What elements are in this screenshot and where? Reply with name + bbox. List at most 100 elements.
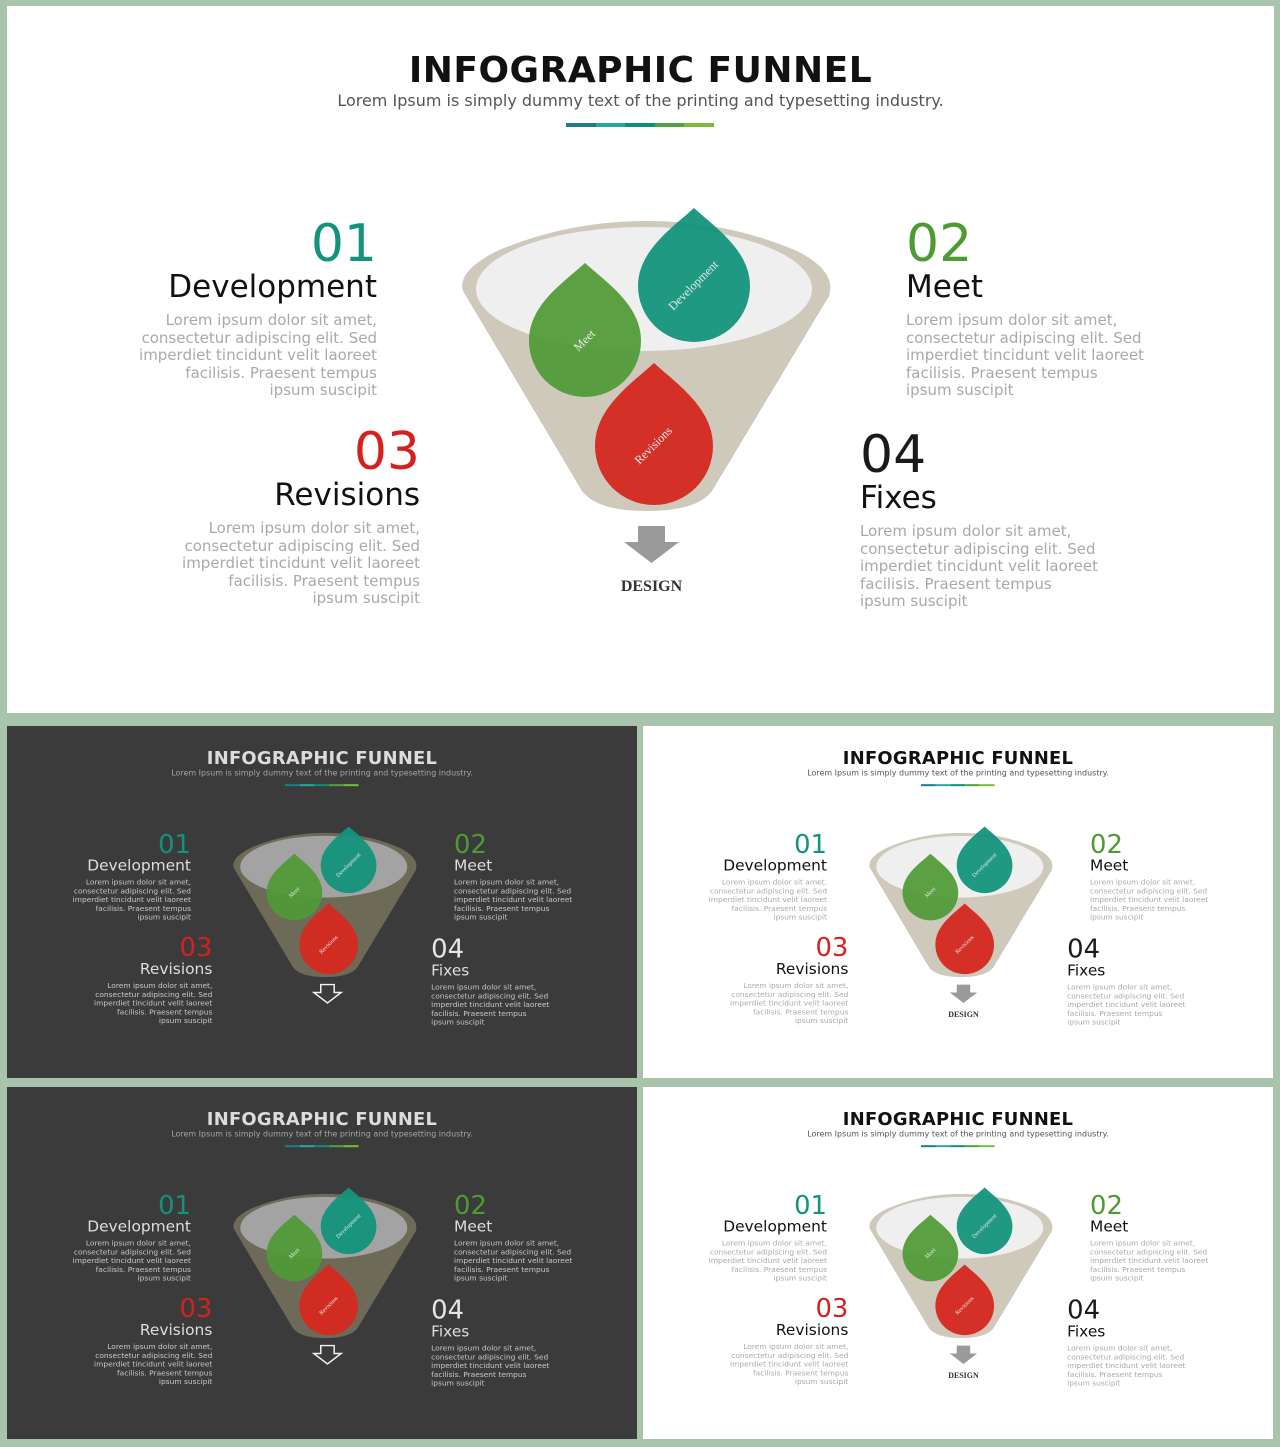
step-heading: Development xyxy=(723,1217,827,1236)
slide-thumb-dark-2[interactable]: INFOGRAPHIC FUNNEL Lorem Ipsum is simply… xyxy=(7,1087,637,1439)
slide-thumb-light-2[interactable]: INFOGRAPHIC FUNNEL Lorem Ipsum is simply… xyxy=(643,1087,1273,1439)
step-number: 04 xyxy=(431,934,465,965)
funnel-graphic: Meet Development Revisions DESIGN xyxy=(869,826,1053,1019)
step-number: 04 xyxy=(860,425,927,485)
down-arrow-icon xyxy=(311,1344,344,1365)
step-heading: Fixes xyxy=(1067,1322,1106,1341)
step-number: 02 xyxy=(454,829,487,860)
funnel-graphic: Meet Development Revisions xyxy=(233,1187,417,1365)
underline-segment xyxy=(965,1145,980,1148)
slide-thumb-dark-1[interactable]: INFOGRAPHIC FUNNEL Lorem Ipsum is simply… xyxy=(7,726,637,1078)
drop-revisions: Revisions xyxy=(935,1264,995,1336)
underline-segment xyxy=(314,1145,330,1148)
drop-development: Development xyxy=(320,826,377,894)
step-revisions: 03 Revisions Lorem ipsum dolor sit amet,… xyxy=(729,1296,848,1386)
slide-subtitle: Lorem Ipsum is simply dummy text of the … xyxy=(337,91,944,110)
step-heading: Revisions xyxy=(775,1321,849,1340)
step-body: Lorem ipsum dolor sit amet, consectetur … xyxy=(182,519,420,607)
step-heading: Fixes xyxy=(431,1322,470,1341)
drop-revisions: Revisions xyxy=(935,903,995,975)
slide-subtitle: Lorem Ipsum is simply dummy text of the … xyxy=(171,1129,473,1139)
title-underline xyxy=(284,784,359,787)
design-label: DESIGN xyxy=(948,1371,979,1380)
step-heading: Fixes xyxy=(1067,961,1106,980)
step-heading: Revisions xyxy=(775,960,849,979)
step-development: 01 Development Lorem ipsum dolor sit ame… xyxy=(137,218,377,400)
step-fixes: 04 Fixes Lorem ipsum dolor sit amet, con… xyxy=(431,1297,550,1387)
slide-title: INFOGRAPHIC FUNNEL xyxy=(206,747,438,769)
step-heading: Fixes xyxy=(431,961,470,980)
step-fixes: 04 Fixes Lorem ipsum dolor sit amet, con… xyxy=(431,936,550,1026)
underline-segment xyxy=(979,1145,995,1148)
step-number: 04 xyxy=(1067,1295,1101,1326)
underline-segment xyxy=(329,1145,344,1148)
step-number: 02 xyxy=(906,214,973,274)
step-meet: 02 Meet Lorem ipsum dolor sit amet, cons… xyxy=(1090,1192,1209,1282)
step-heading: Meet xyxy=(906,269,984,305)
title-underline xyxy=(566,123,714,127)
step-number: 04 xyxy=(1067,934,1101,965)
underline-segment xyxy=(299,784,315,787)
step-body: Lorem ipsum dolor sit amet, consectetur … xyxy=(139,311,377,399)
down-arrow-icon xyxy=(949,984,978,1003)
underline-segment xyxy=(684,123,714,127)
funnel-graphic: Meet Development Revisions xyxy=(233,826,417,1004)
drop-development: Development xyxy=(320,1187,377,1255)
step-body: Lorem ipsum dolor sit amet, consectetur … xyxy=(454,877,573,922)
underline-segment xyxy=(284,784,300,787)
slide-canvas: INFOGRAPHIC FUNNEL Lorem Ipsum is simply… xyxy=(7,1087,637,1439)
step-revisions: 03 Revisions Lorem ipsum dolor sit amet,… xyxy=(729,935,848,1025)
slide-subtitle: Lorem Ipsum is simply dummy text of the … xyxy=(171,768,473,778)
step-body: Lorem ipsum dolor sit amet, consectetur … xyxy=(906,311,1144,399)
underline-segment xyxy=(566,123,596,127)
slide-canvas: INFOGRAPHIC FUNNEL Lorem Ipsum is simply… xyxy=(7,6,1274,713)
slide-subtitle: Lorem Ipsum is simply dummy text of the … xyxy=(807,1129,1109,1139)
drop-meet: Meet xyxy=(266,853,323,921)
title-underline xyxy=(920,784,995,787)
design-label: DESIGN xyxy=(948,1010,979,1019)
slide-canvas: INFOGRAPHIC FUNNEL Lorem Ipsum is simply… xyxy=(643,1087,1273,1439)
step-number: 01 xyxy=(158,1190,191,1221)
title-underline xyxy=(920,1145,995,1148)
step-heading: Meet xyxy=(454,856,493,875)
step-body: Lorem ipsum dolor sit amet, consectetur … xyxy=(431,982,550,1027)
slide-main: INFOGRAPHIC FUNNEL Lorem Ipsum is simply… xyxy=(7,6,1274,713)
step-meet: 02 Meet Lorem ipsum dolor sit amet, cons… xyxy=(454,1192,573,1282)
step-heading: Meet xyxy=(1090,1217,1129,1236)
underline-segment xyxy=(920,784,936,787)
step-heading: Development xyxy=(168,269,377,305)
step-revisions: 03 Revisions Lorem ipsum dolor sit amet,… xyxy=(180,426,420,608)
step-development: 01 Development Lorem ipsum dolor sit ame… xyxy=(72,831,191,921)
slide-thumb-light-1[interactable]: INFOGRAPHIC FUNNEL Lorem Ipsum is simply… xyxy=(643,726,1273,1078)
step-fixes: 04 Fixes Lorem ipsum dolor sit amet, con… xyxy=(860,429,1100,611)
underline-segment xyxy=(625,123,655,127)
drop-revisions: Revisions xyxy=(299,1264,359,1336)
step-development: 01 Development Lorem ipsum dolor sit ame… xyxy=(72,1192,191,1282)
slide-title: INFOGRAPHIC FUNNEL xyxy=(842,1108,1074,1130)
slide-title: INFOGRAPHIC FUNNEL xyxy=(206,1108,438,1130)
step-number: 04 xyxy=(431,1295,465,1326)
funnel-graphic: Meet Development Revisions DESIGN xyxy=(462,208,831,595)
step-body: Lorem ipsum dolor sit amet, consectetur … xyxy=(1067,982,1186,1027)
underline-segment xyxy=(965,784,980,787)
drop-revisions: Revisions xyxy=(595,363,713,505)
underline-segment xyxy=(950,784,966,787)
step-body: Lorem ipsum dolor sit amet, consectetur … xyxy=(1090,1238,1209,1283)
drop-revisions: Revisions xyxy=(299,903,359,975)
underline-segment xyxy=(950,1145,966,1148)
step-number: 01 xyxy=(794,829,827,860)
down-arrow-icon xyxy=(949,1345,978,1364)
step-number: 02 xyxy=(1090,829,1123,860)
step-body: Lorem ipsum dolor sit amet, consectetur … xyxy=(730,1342,849,1386)
down-arrow-icon xyxy=(624,526,679,563)
slide-title: INFOGRAPHIC FUNNEL xyxy=(842,747,1074,769)
underline-segment xyxy=(935,1145,951,1148)
step-body: Lorem ipsum dolor sit amet, consectetur … xyxy=(431,1343,550,1388)
drop-development: Development xyxy=(956,826,1013,894)
step-meet: 02 Meet Lorem ipsum dolor sit amet, cons… xyxy=(906,218,1146,400)
underline-segment xyxy=(654,123,685,127)
step-heading: Meet xyxy=(454,1217,493,1236)
underline-segment xyxy=(935,784,951,787)
step-fixes: 04 Fixes Lorem ipsum dolor sit amet, con… xyxy=(1067,1297,1186,1387)
underline-segment xyxy=(284,1145,300,1148)
